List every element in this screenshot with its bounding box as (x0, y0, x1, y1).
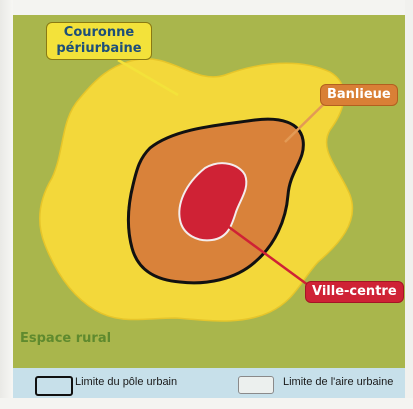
legend: Limite du pôle urbain Limite de l'aire u… (13, 368, 405, 398)
page-right-margin (405, 0, 413, 409)
page-bottom-margin (0, 398, 413, 409)
legend-label-pole-urbain: Limite du pôle urbain (75, 376, 178, 388)
legend-label-aire-urbaine: Limite de l'aire urbaine (283, 376, 394, 388)
legend-swatch-pole-urbain (35, 376, 73, 396)
label-espace-rural: Espace rural (20, 331, 112, 346)
label-ville-centre: Ville-centre (305, 281, 404, 303)
page-top-margin (0, 0, 413, 15)
label-couronne-periurbaine: Couronne périurbaine (46, 22, 152, 60)
legend-swatch-aire-urbaine (238, 376, 274, 394)
ville-centre-zone (178, 162, 248, 242)
ville-centre-leader-line (221, 220, 309, 287)
label-banlieue: Banlieue (320, 84, 398, 106)
page-left-margin (0, 0, 13, 409)
couronne-leader-line (117, 58, 179, 97)
